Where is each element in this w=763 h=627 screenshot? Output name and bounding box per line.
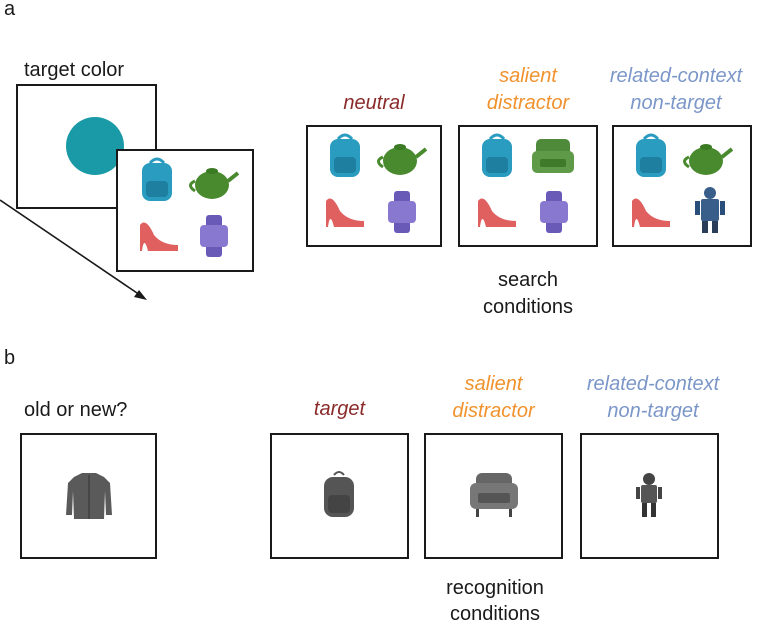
search-display-items bbox=[140, 157, 240, 257]
target-label: target bbox=[313, 398, 366, 420]
related-context-items bbox=[632, 133, 734, 233]
shoe-icon bbox=[632, 198, 670, 227]
watch-icon bbox=[540, 191, 568, 233]
neutral-frame bbox=[306, 125, 442, 247]
target-color-frame bbox=[16, 84, 157, 209]
robot-icon bbox=[695, 187, 725, 233]
recog-related-label-line1: related-context bbox=[586, 373, 720, 395]
panel-b-letter: b bbox=[4, 347, 16, 369]
robot-gray-icon bbox=[636, 473, 662, 517]
target-color-label: target color bbox=[24, 59, 125, 81]
teapot-icon bbox=[377, 144, 428, 175]
old-or-new-question: old or new? bbox=[24, 399, 128, 421]
salient-distractor-label-line1: salient bbox=[499, 65, 557, 87]
shoe-icon bbox=[478, 198, 516, 227]
backpack-gray-icon bbox=[324, 471, 354, 517]
jacket-icon bbox=[66, 473, 112, 519]
recog-salient-label-line1: salient bbox=[464, 373, 523, 395]
recog-salient-frame bbox=[424, 433, 563, 559]
teapot-icon bbox=[189, 168, 240, 199]
recog-target-frame bbox=[270, 433, 409, 559]
related-context-label-line2: non-target bbox=[630, 92, 722, 114]
related-context-frame bbox=[612, 125, 752, 247]
neutral-label: neutral bbox=[343, 92, 405, 114]
recog-salient-label-line2: distractor bbox=[452, 400, 535, 422]
search-conditions-caption-line2: conditions bbox=[482, 296, 574, 318]
search-conditions-caption-line1: search bbox=[497, 269, 559, 291]
backpack-icon bbox=[636, 133, 666, 177]
related-context-label-line1: related-context bbox=[609, 65, 743, 87]
watch-icon bbox=[200, 215, 228, 257]
armchair-gray-icon bbox=[470, 473, 518, 517]
neutral-items bbox=[326, 133, 428, 233]
teapot-icon bbox=[683, 144, 734, 175]
salient-distractor-frame bbox=[458, 125, 598, 247]
watch-icon bbox=[388, 191, 416, 233]
salient-distractor-items bbox=[478, 133, 574, 233]
shoe-icon bbox=[140, 222, 178, 251]
shoe-icon bbox=[326, 198, 364, 227]
backpack-icon bbox=[482, 133, 512, 177]
salient-distractor-label-line2: distractor bbox=[486, 92, 570, 114]
armchair-icon bbox=[532, 139, 574, 173]
target-color-disc bbox=[66, 117, 124, 175]
probe-frame bbox=[20, 433, 157, 559]
search-display-frame bbox=[116, 149, 254, 272]
backpack-icon bbox=[330, 133, 360, 177]
recog-related-frame bbox=[580, 433, 719, 559]
recog-related-label-line2: non-target bbox=[607, 400, 699, 422]
panel-a-letter: a bbox=[4, 0, 16, 20]
recognition-conditions-caption-line2: conditions bbox=[449, 603, 541, 625]
backpack-icon bbox=[142, 157, 172, 201]
recognition-conditions-caption-line1: recognition bbox=[446, 577, 544, 599]
